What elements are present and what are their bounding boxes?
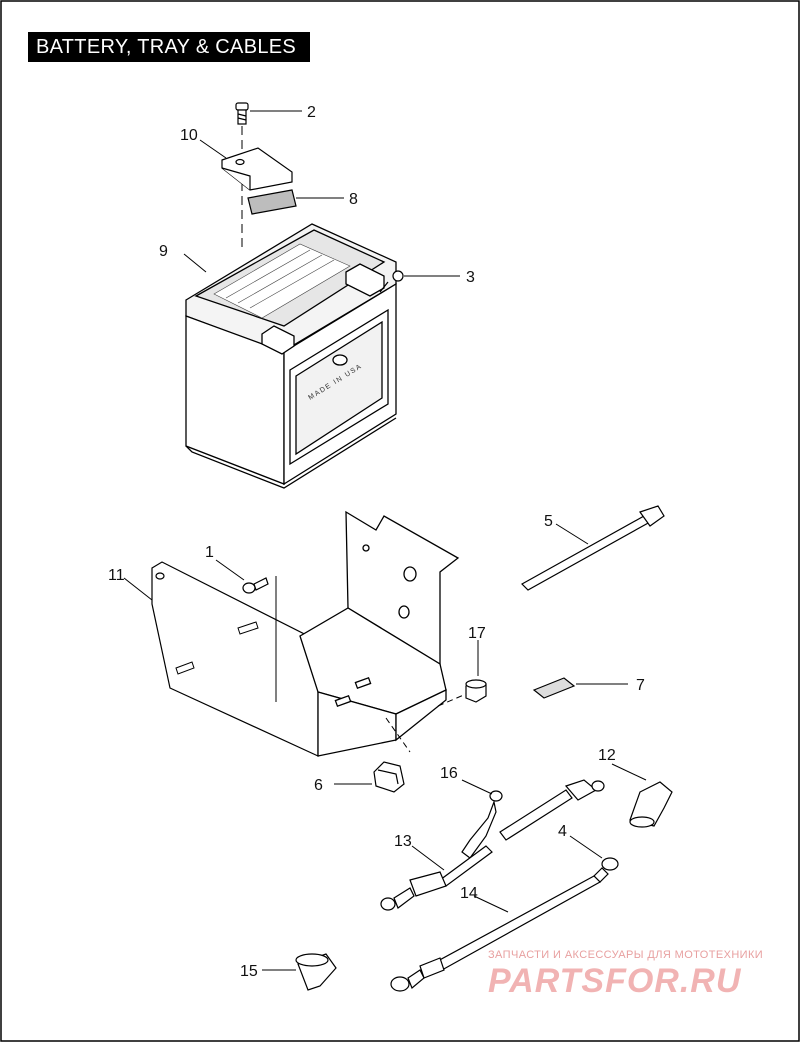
leader-13 <box>411 845 445 871</box>
part-17-bushing <box>465 679 487 703</box>
callout-8: 8 <box>349 191 358 208</box>
part-14-cable <box>390 857 619 992</box>
part-9-battery <box>185 223 397 489</box>
part-8-pad <box>247 189 297 215</box>
leader-11 <box>123 577 153 601</box>
callout-10: 10 <box>180 127 198 144</box>
part-10-hold-down-bracket <box>221 147 293 191</box>
leader-10 <box>199 139 227 159</box>
callout-15: 15 <box>240 963 258 980</box>
dash-line-6 <box>385 717 411 753</box>
leader-4 <box>569 835 603 859</box>
callout-14: 14 <box>460 885 478 902</box>
part-6-clip <box>373 761 405 793</box>
leader-16 <box>461 779 493 795</box>
part-16-cable <box>461 790 503 859</box>
part-4-cable <box>499 779 605 841</box>
part-3-terminal-bolt <box>379 270 404 293</box>
callout-9: 9 <box>159 243 168 260</box>
callout-4: 4 <box>558 823 567 840</box>
watermark-brand: PARTSFOR.RU <box>488 962 742 1000</box>
leader-12 <box>611 763 647 781</box>
callout-3: 3 <box>466 269 475 286</box>
leader-1 <box>215 559 245 581</box>
watermark-tagline: ЗАПЧАСТИ И АКСЕССУАРЫ ДЛЯ МОТОТЕХНИКИ <box>488 949 763 961</box>
dash-line-17 <box>437 693 467 707</box>
callout-17: 17 <box>468 625 486 642</box>
part-1-screw <box>242 577 269 594</box>
plate-studs <box>175 621 259 675</box>
part-5-cable-tie <box>521 505 665 591</box>
part-12-terminal-boot <box>629 781 673 828</box>
leader-14 <box>473 895 509 913</box>
callout-7: 7 <box>636 677 645 694</box>
diagram-title: BATTERY, TRAY & CABLES <box>28 32 311 62</box>
callout-16: 16 <box>440 765 458 782</box>
part-7-label <box>532 677 576 699</box>
part-2-screw <box>235 102 249 125</box>
part-13-cable <box>380 845 493 911</box>
callout-2: 2 <box>307 104 316 121</box>
callout-6: 6 <box>314 777 323 794</box>
leader-9 <box>183 253 207 273</box>
callout-5: 5 <box>544 513 553 530</box>
callout-11: 11 <box>108 567 125 584</box>
leader-5 <box>555 523 589 545</box>
callout-13: 13 <box>394 833 412 850</box>
battery-tray <box>299 510 460 757</box>
part-15-terminal-boot <box>295 953 337 991</box>
callout-1: 1 <box>205 544 214 561</box>
callout-12: 12 <box>598 747 616 764</box>
